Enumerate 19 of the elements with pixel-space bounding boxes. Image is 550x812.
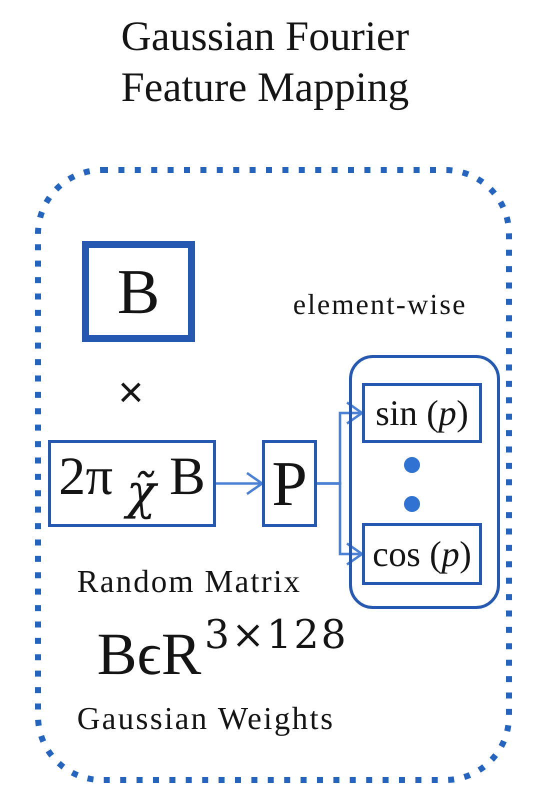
formula-text: P xyxy=(272,452,308,516)
dotted-frame xyxy=(35,167,512,783)
function-box xyxy=(362,383,482,443)
label-text: Random Matrix xyxy=(77,565,302,597)
title-text: Gaussian Fourier Feature Mapping xyxy=(120,13,410,113)
formula-text: BϵR$^{3×128}$ xyxy=(97,616,348,684)
heading-text: element-wise xyxy=(293,291,467,320)
function-box xyxy=(362,523,482,585)
multiplication-sign: × xyxy=(118,371,144,415)
formula-box xyxy=(48,440,216,527)
process-box xyxy=(262,440,317,527)
label-text: Gaussian Weights xyxy=(77,702,335,734)
formula-text: cos (p) xyxy=(372,536,472,572)
matrix-box xyxy=(82,241,195,342)
formula-text: 2π $_{χ̃}$ B xyxy=(58,449,206,518)
formula-text: B xyxy=(117,260,160,324)
arrow xyxy=(317,482,364,566)
formula-text: sin (p) xyxy=(376,395,468,431)
arrow xyxy=(216,472,264,496)
